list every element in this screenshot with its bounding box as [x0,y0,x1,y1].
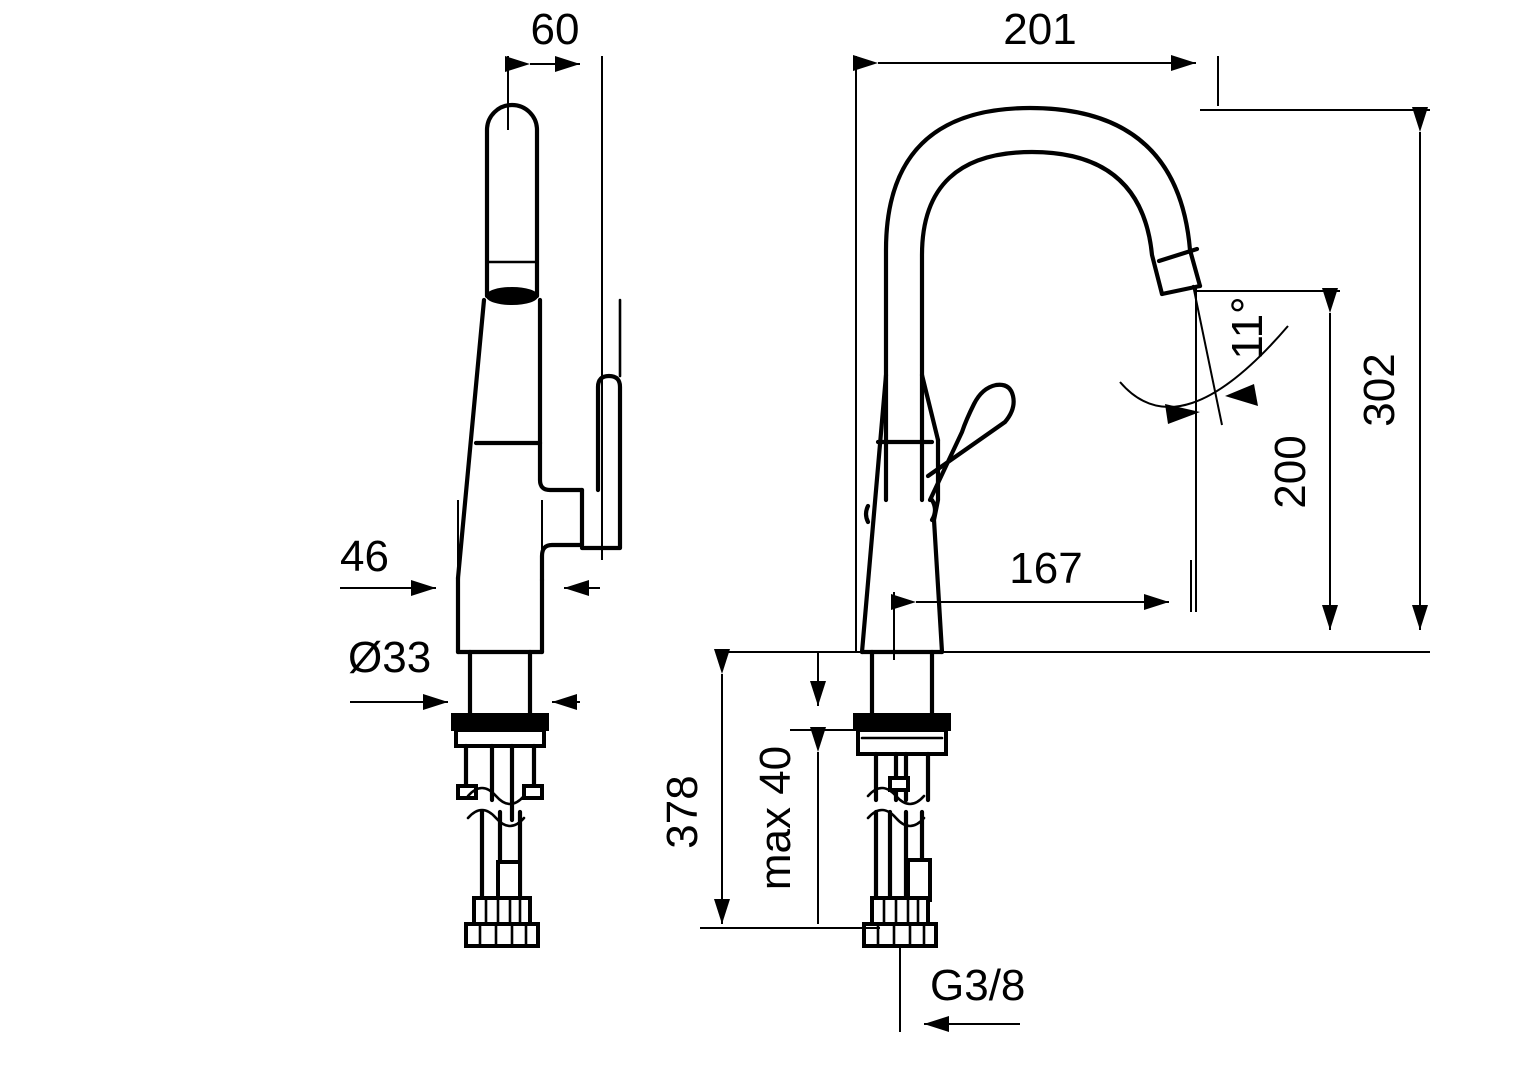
side-spout-head [484,102,540,299]
dim378-text: 378 [658,775,707,848]
dim167-text: 167 [1009,544,1082,593]
dim60-text: 60 [531,5,580,54]
dimension-diameter-33: Ø33 [348,633,580,716]
front-lever-handle [925,382,1016,503]
side-nut-upper [472,896,532,926]
front-spout-inner-curve [919,149,1165,503]
front-deck-washer [853,713,951,731]
side-nut-threads [484,898,522,924]
front-body-left-edge [859,372,889,655]
dimension-max-40: max 40 [751,652,870,924]
angle-tilted-ref [1192,284,1223,426]
front-nut-threads [882,898,920,924]
dimension-378: 378 [658,649,880,929]
front-view-geometry [853,105,1203,948]
dimmax40-text: max 40 [751,746,800,890]
thread-callout-g38: G3/8 [899,948,1025,1032]
side-nut-lower-threads [478,924,528,946]
dimension-46: 46 [340,500,600,600]
front-hose-connector [906,858,932,902]
side-lever-outline [579,373,623,551]
side-mount-plate [454,728,546,748]
side-view-geometry [451,102,623,948]
angle-11-text: 11° [1223,296,1272,359]
dim302-text: 302 [1355,353,1404,426]
g38-text: G3/8 [930,961,1025,1010]
side-body-left-edge [455,297,487,581]
dim46-text: 46 [340,532,389,581]
front-outlet-collar-line [1156,246,1200,264]
angle-arrow-right [1225,384,1258,406]
angle-arrow-left [1165,404,1200,424]
dimension-201: 201 [853,5,1219,652]
side-body-notch-lower [539,542,585,583]
dimension-60: 60 [505,5,603,560]
front-mount-plate [856,728,948,756]
side-spout-outlet [486,287,538,305]
front-spout-outer-curve [883,105,1203,503]
front-nut-upper [870,896,930,926]
side-break-line-upper [466,786,526,806]
dim201-text: 201 [1003,5,1076,54]
dim33-text: Ø33 [348,633,431,682]
front-nut-lower-threads [876,924,926,946]
side-bracket-foot-right [522,784,544,800]
front-stud-clip [888,776,910,792]
side-hose-connector [496,860,522,900]
dim200-text: 200 [1266,435,1315,508]
dimension-200: 200 [1196,288,1340,630]
dimension-angle-11: 11° [1119,284,1289,612]
side-deck-washer [451,713,549,731]
dimension-167: 167 [891,544,1192,660]
side-nut-lower [464,922,540,948]
front-nut-lower [862,922,938,948]
front-body-right-upper [919,372,941,443]
side-bracket-foot-left [456,784,478,800]
front-body-waist-left [863,503,871,525]
side-break-line-lower [466,808,526,828]
angle-arc [1119,325,1289,408]
front-break-line-upper [866,786,926,806]
side-body-notch-upper [537,440,585,493]
dimension-302: 302 [1200,107,1430,630]
